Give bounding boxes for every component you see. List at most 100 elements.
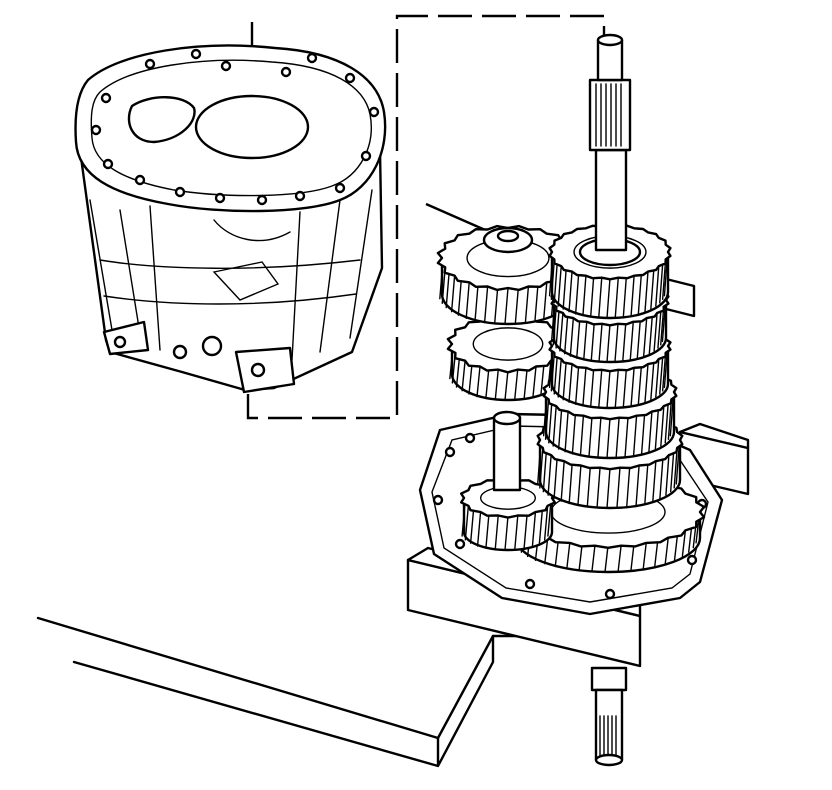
- gear-tooth: [485, 513, 490, 549]
- gear-tooth: [667, 398, 673, 441]
- gear-tooth: [553, 355, 558, 395]
- gear-tooth: [566, 542, 571, 570]
- gear-tooth: [543, 281, 548, 319]
- gear-tooth: [632, 414, 638, 457]
- gear-tooth: [615, 417, 620, 459]
- bolt-hole: [360, 150, 372, 162]
- gear-tooth: [550, 302, 556, 343]
- gear-tooth: [582, 274, 587, 317]
- gear-tooth: [563, 315, 569, 355]
- gear-tooth: [555, 309, 560, 349]
- gear-tooth: [542, 395, 548, 437]
- mainshaft-gear-stack: [536, 223, 684, 510]
- gear-tooth: [681, 529, 687, 558]
- gear-tooth: [569, 317, 575, 357]
- gear-tooth: [548, 348, 554, 389]
- gear-tooth: [663, 348, 669, 389]
- gear-tooth: [648, 410, 653, 453]
- gear-tooth: [485, 367, 490, 400]
- gear-tooth: [568, 270, 573, 313]
- gear-tooth: [622, 322, 627, 362]
- main-bore: [194, 94, 310, 160]
- gear-tooth: [538, 508, 544, 544]
- gear-tooth: [539, 447, 544, 489]
- gear-tooth: [596, 467, 601, 509]
- bolt-hole: [256, 194, 268, 206]
- bolt-hole: [144, 58, 156, 70]
- gear-tooth: [644, 462, 649, 505]
- gear-tooth: [461, 501, 466, 537]
- gear-tooth: [544, 536, 549, 565]
- gear-tooth: [449, 347, 454, 380]
- gear-tooth: [586, 466, 591, 508]
- output-shaft-splines: [599, 715, 617, 757]
- gear-tooth: [669, 395, 675, 437]
- gear-tooth: [644, 363, 649, 403]
- bolt-hole: [604, 588, 616, 600]
- gear-tooth: [524, 285, 530, 324]
- countershaft-lower-gear: [460, 477, 556, 552]
- bolt-hole: [344, 72, 356, 84]
- gear-tooth: [660, 306, 665, 346]
- gear-tooth: [557, 358, 562, 398]
- gear-tooth: [650, 268, 655, 310]
- bolt-hole: [444, 446, 456, 458]
- gear-tooth: [675, 443, 680, 485]
- bolt-hole: [190, 48, 202, 60]
- gear-tooth: [557, 408, 563, 450]
- gear-tooth: [532, 365, 537, 398]
- gear-tooth: [655, 265, 660, 307]
- gear-tooth: [606, 417, 611, 459]
- gear-tooth: [461, 360, 466, 392]
- gear-tooth: [616, 467, 621, 509]
- gear-tooth: [659, 457, 664, 500]
- gear-tooth: [629, 321, 634, 361]
- gear-tooth: [552, 405, 557, 447]
- gear-tooth: [571, 413, 577, 455]
- gear-tooth: [640, 413, 646, 455]
- gear-tooth: [654, 408, 660, 450]
- gear-tooth: [630, 367, 635, 407]
- mainshaft-gear: [542, 363, 678, 460]
- bolt-hole: [334, 182, 346, 194]
- gear-tooth: [664, 536, 669, 565]
- bolt-hole: [280, 66, 292, 78]
- gear-tooth: [637, 273, 643, 315]
- bolt-hole: [686, 554, 698, 566]
- gear-tooth: [523, 513, 528, 549]
- gear-tooth: [531, 511, 537, 547]
- gear-tooth: [540, 363, 545, 395]
- gear-tooth: [614, 323, 619, 363]
- bolt-hole: [432, 494, 444, 506]
- gear-rim: [436, 224, 580, 292]
- gear-tooth: [637, 365, 643, 405]
- gear-tooth: [590, 322, 595, 362]
- gear-tooth: [597, 417, 602, 459]
- gear-tooth: [576, 319, 581, 359]
- bolt-hole: [368, 106, 380, 118]
- gear-hub: [472, 327, 544, 361]
- gear-tooth: [687, 525, 693, 553]
- gear-tooth: [591, 544, 596, 573]
- gear-tooth: [523, 367, 528, 400]
- gear-tooth: [514, 368, 519, 401]
- output-shaft: [590, 666, 628, 767]
- gear-tooth: [661, 352, 667, 392]
- gear-tooth: [568, 462, 573, 505]
- countershaft-bore: [127, 96, 196, 144]
- gear-tooth: [494, 368, 499, 401]
- gear-tooth: [614, 277, 619, 319]
- gear-tooth: [669, 450, 675, 493]
- gear-tooth: [483, 285, 489, 324]
- gear-tooth: [514, 514, 519, 551]
- gear-tooth: [577, 464, 582, 507]
- gear-tooth: [598, 369, 603, 409]
- countershaft-upper-gear: [436, 224, 580, 326]
- bolt-hole: [214, 192, 226, 204]
- gear-tooth: [582, 367, 587, 407]
- gear-tooth: [606, 467, 611, 509]
- gear-tooth: [652, 460, 657, 502]
- gear-tooth: [550, 258, 556, 301]
